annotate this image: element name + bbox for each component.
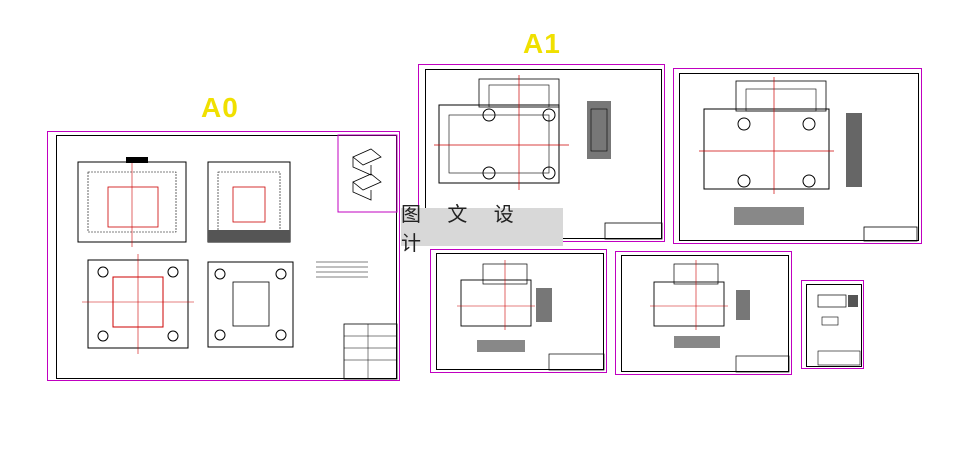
sheet-a0-assembly[interactable] bbox=[47, 131, 400, 381]
label-a0: A0 bbox=[201, 92, 239, 123]
sheet-frame bbox=[621, 255, 789, 372]
part-drawing-2 bbox=[699, 77, 918, 242]
part-drawing-1 bbox=[434, 75, 663, 240]
sheet-a1-part-5[interactable] bbox=[801, 280, 864, 369]
sheet-a1-part-2[interactable] bbox=[673, 68, 922, 244]
watermark-banner: 图 文 设 计 bbox=[401, 202, 563, 255]
part-drawing-3 bbox=[457, 260, 605, 371]
sheet-frame bbox=[806, 284, 862, 367]
assembly-drawing bbox=[77, 134, 398, 380]
part-drawing-4 bbox=[650, 260, 790, 373]
label-a1: A1 bbox=[523, 28, 561, 59]
sheet-a1-part-3[interactable] bbox=[430, 249, 607, 373]
sheet-frame bbox=[56, 135, 397, 379]
sheet-frame bbox=[679, 73, 919, 241]
sheet-frame bbox=[436, 253, 604, 370]
part-drawing-5 bbox=[817, 294, 861, 366]
sheet-a1-part-4[interactable] bbox=[615, 251, 792, 375]
